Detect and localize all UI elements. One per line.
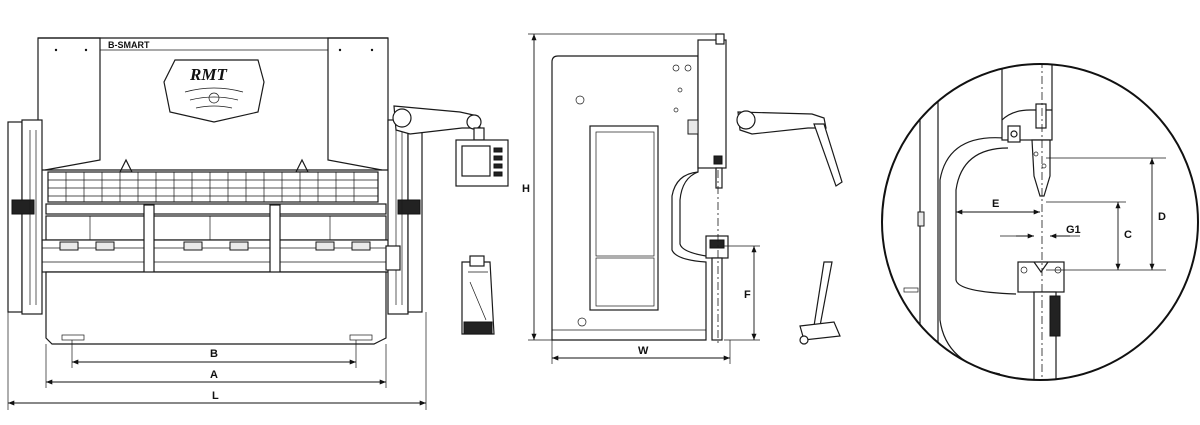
dim-label-b: B: [210, 348, 218, 360]
foot-pedal-side: [799, 261, 841, 345]
left-side-frame: [7, 119, 43, 315]
dim-label-d: D: [1158, 211, 1166, 223]
dim-label-l: L: [212, 390, 219, 402]
detail-view: E D C G1: [881, 63, 1199, 381]
dim-label-e: E: [992, 198, 999, 210]
model-label: B-SMART: [108, 40, 150, 50]
front-dimensions: B A L: [7, 312, 427, 410]
front-view: RMT B-SMART: [7, 37, 509, 345]
side-dimensions: H F W: [522, 33, 760, 364]
right-side-frame: [385, 119, 423, 315]
side-view: [551, 33, 843, 345]
dim-label-w: W: [638, 345, 649, 357]
logo-text: RMT: [189, 65, 227, 84]
dim-label-c: C: [1124, 229, 1132, 241]
control-arm: [392, 105, 485, 141]
rmt-logo: RMT: [163, 59, 265, 123]
dim-label-h: H: [522, 183, 530, 195]
dim-label-g1: G1: [1066, 224, 1081, 236]
foot-pedal-front: [461, 255, 495, 335]
dim-label-f: F: [744, 289, 751, 301]
cnc-control-pendant: [455, 139, 509, 187]
dim-label-a: A: [210, 369, 218, 381]
